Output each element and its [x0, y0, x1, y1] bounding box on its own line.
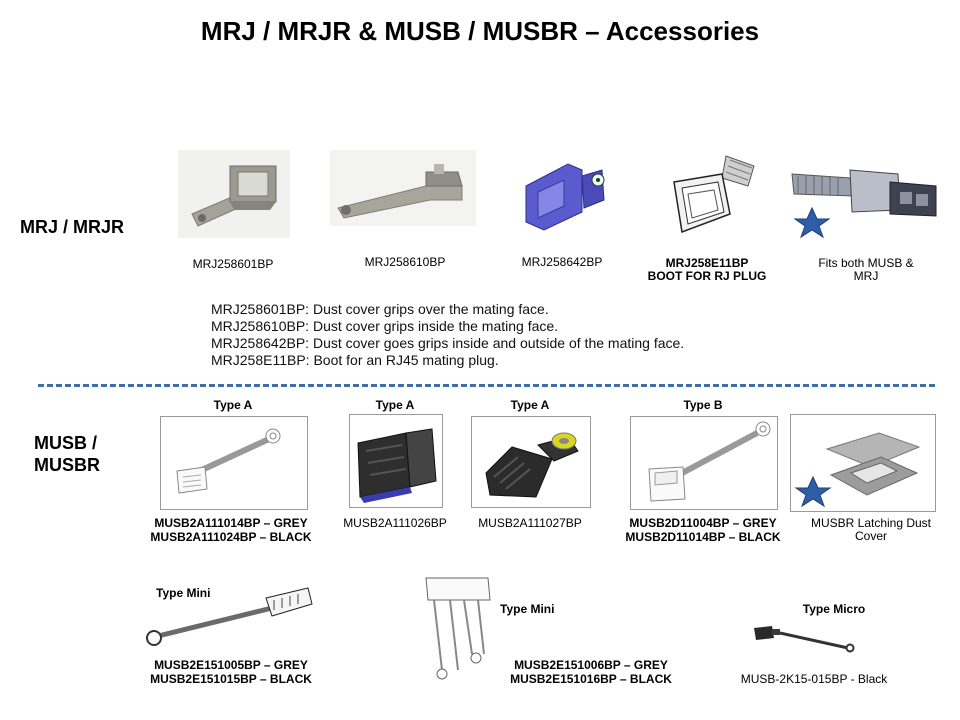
- musb-part-caption: MUSB-2K15-015BP - Black: [740, 672, 888, 686]
- type-label: Type A: [213, 398, 253, 412]
- section-divider: [38, 384, 935, 387]
- musb2a111026bp-image: [349, 414, 443, 508]
- musb-part-caption-line2: MUSB2E151016BP – BLACK: [510, 672, 672, 686]
- musb-section-label: MUSB / MUSBR: [34, 433, 100, 475]
- musb-part-caption-line1: MUSB2D11004BP – GREY: [629, 516, 777, 530]
- mrj258e11bp-image: [673, 155, 755, 234]
- musb-part-caption-line1: MUSB2E151006BP – GREY: [514, 658, 668, 672]
- type-label: Type B: [683, 398, 723, 412]
- type-label: Type Mini: [156, 586, 211, 600]
- musb2a111014bp-image: [160, 416, 308, 510]
- mrj-boot-caption-line1: MRJ258E11BP: [665, 256, 749, 270]
- description-line: MRJ258642BP: Dust cover goes grips insid…: [211, 335, 685, 351]
- description-line: MRJ258601BP: Dust cover grips over the m…: [211, 301, 549, 317]
- page-title: MRJ / MRJR & MUSB / MUSBR – Accessories: [200, 16, 760, 46]
- mrj-section-label: MRJ / MRJR: [20, 217, 125, 237]
- description-line: MRJ258E11BP: Boot for an RJ45 mating plu…: [211, 352, 499, 368]
- mrj-assembly-caption-line1: Fits both MUSB &: [818, 256, 914, 270]
- musb-2k15-015bp-image: [754, 626, 855, 653]
- mrj-boot-caption-line2: BOOT FOR RJ PLUG: [647, 269, 767, 283]
- description-line: MRJ258610BP: Dust cover grips inside the…: [211, 318, 559, 334]
- musb-part-caption-line2: MUSB2E151015BP – BLACK: [150, 672, 312, 686]
- mrj-part-caption: MRJ258610BP: [364, 255, 446, 269]
- musb-part-caption-line1: MUSB2E151005BP – GREY: [154, 658, 308, 672]
- musb-part-caption-line1: MUSB2A111014BP – GREY: [154, 516, 308, 530]
- star-icon: [794, 475, 832, 508]
- star-icon: [793, 206, 831, 239]
- type-label: Type Mini: [500, 602, 555, 616]
- mrj-descriptions: MRJ258601BP: Dust cover grips over the m…: [211, 301, 684, 369]
- musb2a111027bp-image: [471, 416, 591, 508]
- mrj258642bp-image: [525, 163, 605, 231]
- mrj-assembly-image: [791, 169, 937, 239]
- mrj-assembly-caption-line2: MRJ: [853, 269, 879, 283]
- musb-part-caption: MUSB2A111027BP: [478, 516, 582, 530]
- musb-part-caption-line2: MUSB2A111024BP – BLACK: [150, 530, 312, 544]
- musb2e151005bp-image: [146, 587, 313, 646]
- musbr-caption-line2: Cover: [854, 529, 887, 543]
- musbr-caption-line1: MUSBR Latching Dust: [810, 516, 932, 530]
- mrj-part-caption: MRJ258642BP: [521, 255, 603, 269]
- musb-part-caption-line2: MUSB2D11014BP – BLACK: [625, 530, 781, 544]
- type-label: Type A: [375, 398, 415, 412]
- musb2d11004bp-image: [630, 416, 778, 510]
- type-label: Type A: [510, 398, 550, 412]
- musb2e151006bp-image: [425, 577, 491, 680]
- type-label: Type Micro: [802, 602, 866, 616]
- mrj258610bp-image: [330, 150, 476, 226]
- mrj258601bp-image: [178, 150, 290, 238]
- musbr-latching-cover-image: [790, 414, 936, 512]
- musb-part-caption: MUSB2A111026BP: [343, 516, 447, 530]
- mrj-part-caption: MRJ258601BP: [192, 257, 274, 271]
